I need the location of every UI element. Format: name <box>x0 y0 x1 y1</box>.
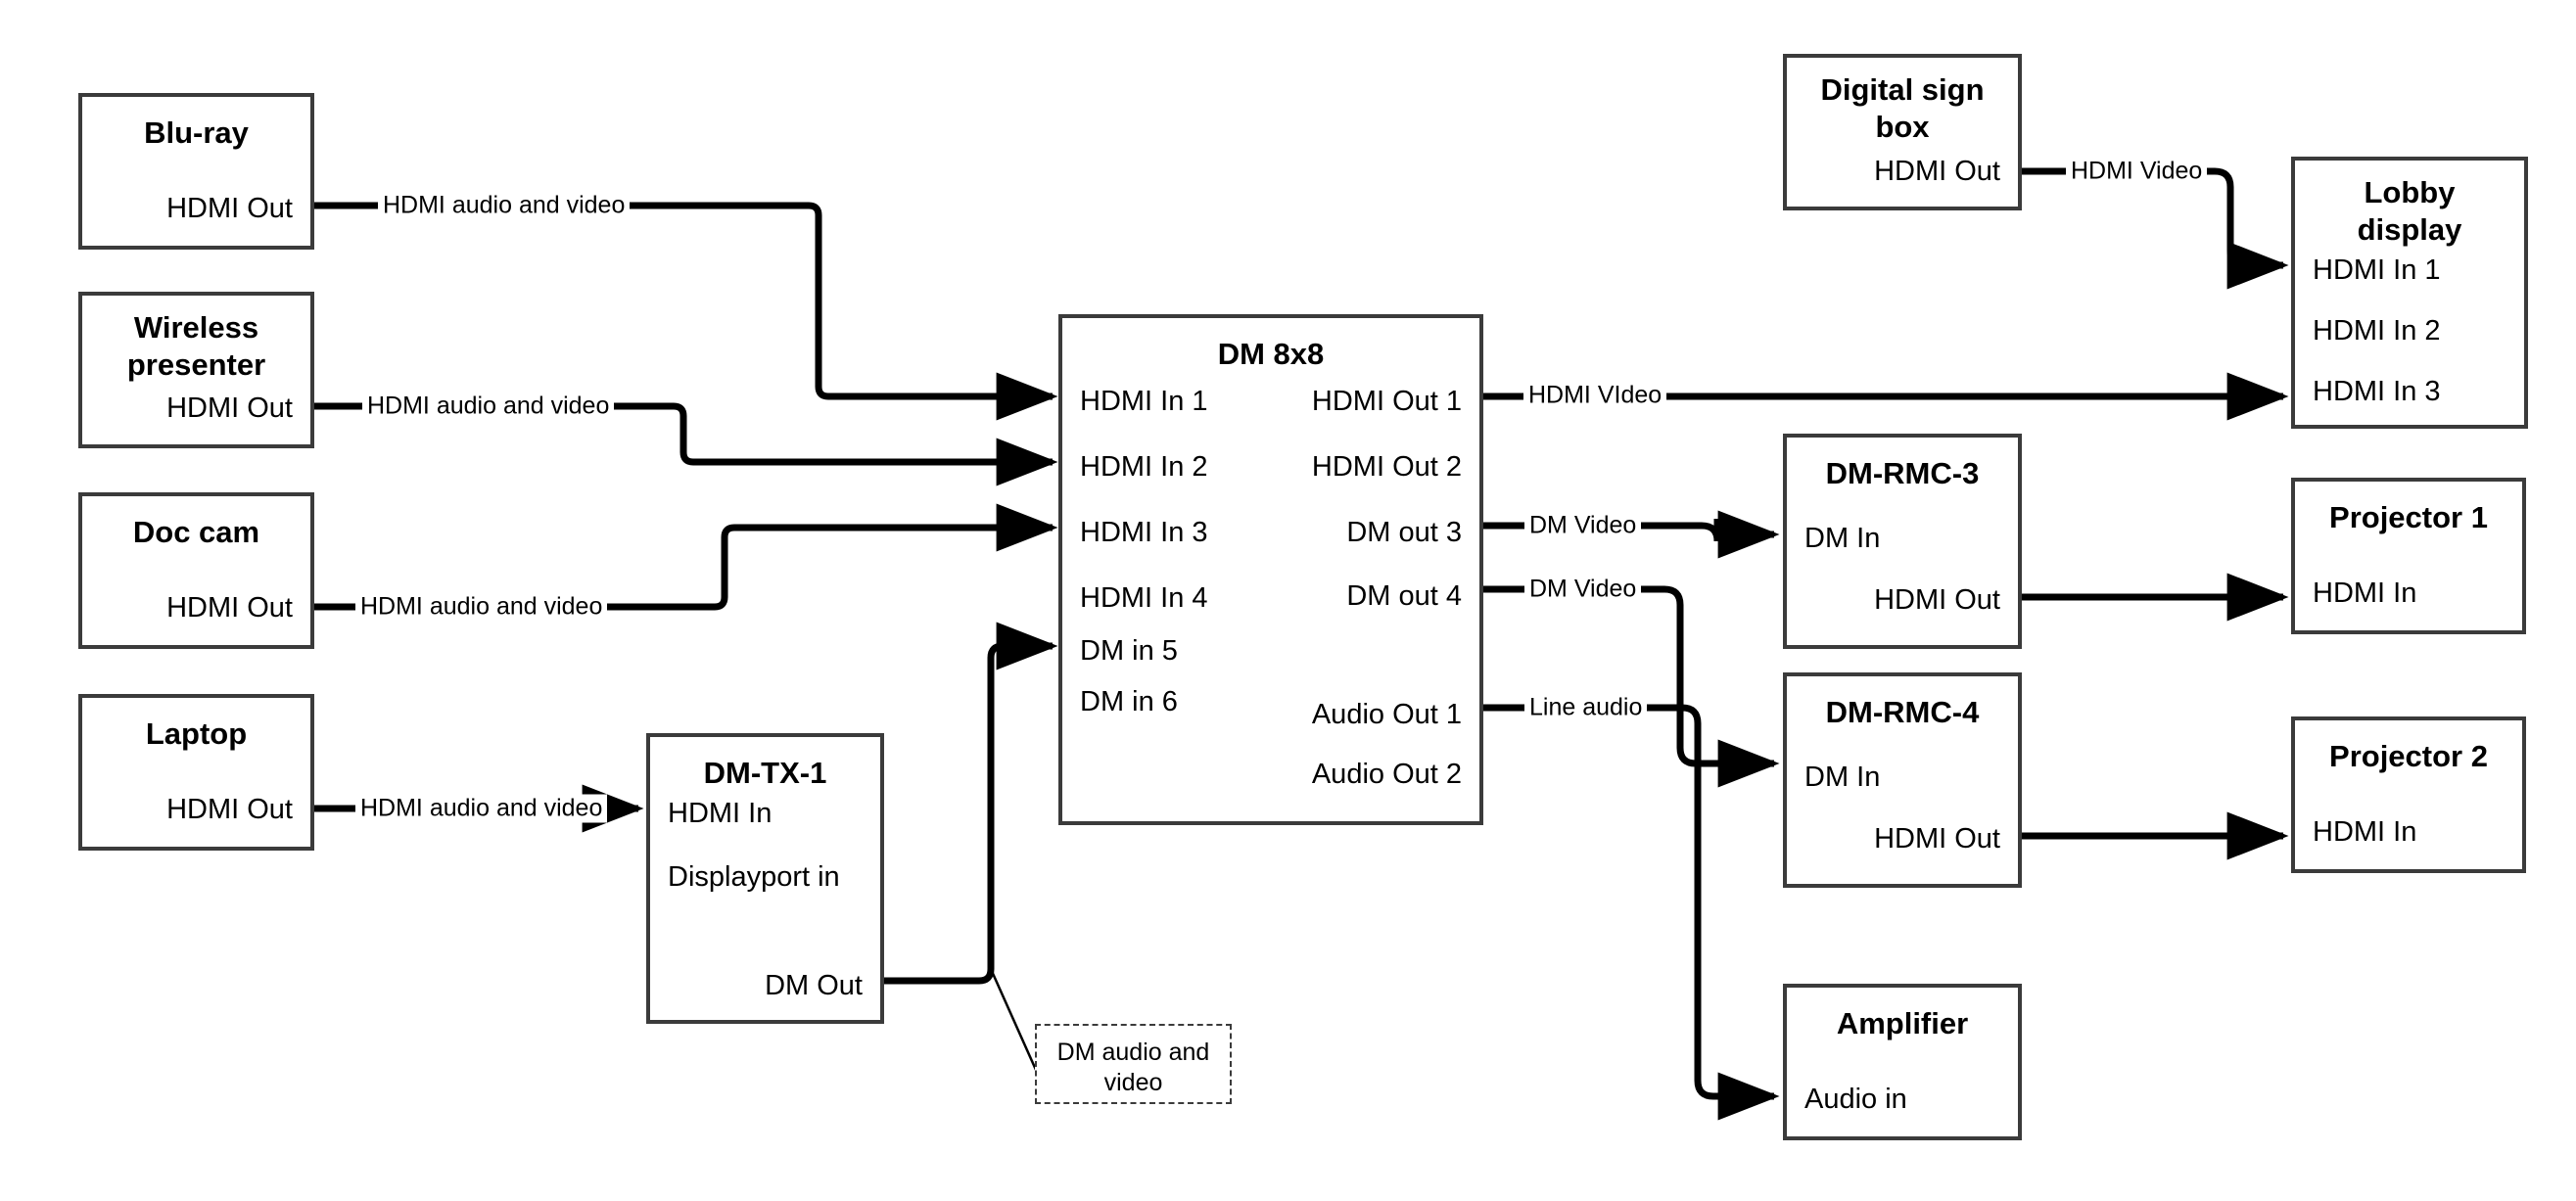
node-dm-8x8-output-dm-out-4[interactable]: DM out 4 <box>1346 580 1462 612</box>
node-dm-tx-1-port-displayport-in[interactable]: Displayport in <box>668 861 840 893</box>
node-wireless-presenter-port-hdmi-out[interactable]: HDMI Out <box>166 393 293 424</box>
node-dm-tx-1-port-dm-out[interactable]: DM Out <box>765 970 863 1001</box>
node-dm-8x8-input-hdmi-in-3[interactable]: HDMI In 3 <box>1080 517 1208 548</box>
node-doc-cam-port-hdmi-out[interactable]: HDMI Out <box>166 592 293 624</box>
node-digital-sign-box-title-line1: Digital sign <box>1820 72 1985 107</box>
node-dm-rmc-4-title: DM-RMC-4 <box>1825 695 1980 729</box>
wire-dm8x8-dmout4-to-dmrmc4-dm-in <box>1483 585 1780 788</box>
node-dm-tx-1[interactable]: DM-TX-1 HDMI In Displayport in DM Out <box>646 733 884 1024</box>
node-dm-rmc-4[interactable]: DM-RMC-4 DM In HDMI Out <box>1783 672 2022 888</box>
node-lobby-display-port-hdmi-in-2[interactable]: HDMI In 2 <box>2313 315 2441 346</box>
node-dm-rmc-4-port-hdmi-out[interactable]: HDMI Out <box>1874 823 2000 855</box>
node-digital-sign-box-port-hdmi-out[interactable]: HDMI Out <box>1874 156 2000 187</box>
wire-dm8x8-audioout1-to-amplifier <box>1483 704 1780 1121</box>
node-amplifier-title: Amplifier <box>1836 1006 1969 1040</box>
node-wireless-presenter[interactable]: Wireless presenter HDMI Out <box>78 292 314 448</box>
wire-label-dmout3-to-rmc3: DM Video <box>1524 511 1642 540</box>
node-projector-2-port-hdmi-in[interactable]: HDMI In <box>2313 816 2417 848</box>
wire-dmtx1-to-dm8x8-dm-in-5 <box>884 622 1058 985</box>
node-dm-8x8-output-hdmi-out-2[interactable]: HDMI Out 2 <box>1311 451 1462 483</box>
node-dm-8x8-output-hdmi-out-1[interactable]: HDMI Out 1 <box>1311 386 1462 417</box>
node-dm-rmc-3-title: DM-RMC-3 <box>1825 456 1980 490</box>
node-laptop-port-hdmi-out[interactable]: HDMI Out <box>166 794 293 825</box>
wire-label-audioout1-to-amp: Line audio <box>1524 693 1648 722</box>
node-projector-1-port-hdmi-in[interactable]: HDMI In <box>2313 577 2417 609</box>
node-bluray-port-hdmi-out[interactable]: HDMI Out <box>166 193 293 224</box>
wire-label-bluray-to-dm: HDMI audio and video <box>378 191 631 220</box>
node-projector-1[interactable]: Projector 1 HDMI In <box>2291 478 2526 634</box>
node-dm-8x8-input-hdmi-in-1[interactable]: HDMI In 1 <box>1080 386 1208 417</box>
node-dm-8x8-output-audio-out-1[interactable]: Audio Out 1 <box>1311 699 1462 730</box>
node-wireless-presenter-title-line1: Wireless <box>133 310 259 345</box>
wire-label-laptop-to-dmtx1: HDMI audio and video <box>355 794 608 823</box>
node-dm-8x8-input-hdmi-in-2[interactable]: HDMI In 2 <box>1080 451 1208 483</box>
node-projector-1-title: Projector 1 <box>2329 500 2488 534</box>
node-dm-8x8-input-hdmi-in-4[interactable]: HDMI In 4 <box>1080 582 1208 614</box>
node-dm-8x8-title: DM 8x8 <box>1217 337 1325 371</box>
node-projector-2-title: Projector 2 <box>2329 739 2488 773</box>
wire-label-dmout4-to-rmc4: DM Video <box>1524 575 1642 604</box>
note-dm-audio-and-video-line2: video <box>1103 1069 1163 1096</box>
wire-bluray-to-dm8x8-hdmi-in-1 <box>313 202 1058 421</box>
node-doc-cam-title: Doc cam <box>132 515 260 549</box>
node-dm-rmc-4-port-dm-in[interactable]: DM In <box>1804 762 1881 793</box>
node-dm-rmc-3-port-hdmi-out[interactable]: HDMI Out <box>1874 584 2000 616</box>
node-projector-2[interactable]: Projector 2 HDMI In <box>2291 716 2526 873</box>
leader-line-dm-audio-video-note <box>989 968 1038 1071</box>
node-laptop[interactable]: Laptop HDMI Out <box>78 694 314 851</box>
node-lobby-display-title-line1: Lobby <box>2364 175 2456 209</box>
node-digital-sign-box[interactable]: Digital sign box HDMI Out <box>1783 54 2022 210</box>
note-dm-audio-and-video: DM audio and video <box>1035 1024 1232 1104</box>
node-lobby-display[interactable]: Lobby display HDMI In 1 HDMI In 2 HDMI I… <box>2291 157 2528 429</box>
node-lobby-display-title-line2: display <box>2357 212 2462 247</box>
node-dm-8x8[interactable]: DM 8x8 HDMI In 1 HDMI In 2 HDMI In 3 HDM… <box>1058 314 1483 825</box>
wire-label-doccam-to-dm: HDMI audio and video <box>355 592 608 622</box>
node-dm-rmc-3-port-dm-in[interactable]: DM In <box>1804 523 1881 554</box>
node-laptop-title: Laptop <box>145 716 248 751</box>
node-bluray-title: Blu-ray <box>144 115 249 150</box>
node-dm-rmc-3[interactable]: DM-RMC-3 DM In HDMI Out <box>1783 434 2022 649</box>
node-dm-tx-1-title: DM-TX-1 <box>703 756 827 790</box>
node-amplifier[interactable]: Amplifier Audio in <box>1783 984 2022 1140</box>
wire-label-wireless-to-dm: HDMI audio and video <box>362 392 615 421</box>
node-amplifier-port-audio-in[interactable]: Audio in <box>1804 1084 1907 1115</box>
node-dm-8x8-input-dm-in-6[interactable]: DM in 6 <box>1080 686 1178 717</box>
node-dm-8x8-output-dm-out-3[interactable]: DM out 3 <box>1346 517 1462 548</box>
node-dm-tx-1-port-hdmi-in[interactable]: HDMI In <box>668 798 773 829</box>
wire-label-hdmiout1-to-lobby: HDMI VIdeo <box>1523 381 1667 410</box>
node-lobby-display-port-hdmi-in-3[interactable]: HDMI In 3 <box>2313 376 2441 407</box>
node-wireless-presenter-title-line2: presenter <box>126 347 266 382</box>
note-dm-audio-and-video-line1: DM audio and <box>1056 1039 1210 1066</box>
node-digital-sign-box-title-line2: box <box>1875 110 1930 144</box>
node-dm-8x8-input-dm-in-5[interactable]: DM in 5 <box>1080 635 1178 667</box>
wire-label-digitalsign-to-lobby: HDMI Video <box>2066 157 2208 186</box>
node-dm-8x8-output-audio-out-2[interactable]: Audio Out 2 <box>1311 759 1462 790</box>
node-lobby-display-port-hdmi-in-1[interactable]: HDMI In 1 <box>2313 254 2441 286</box>
node-doc-cam[interactable]: Doc cam HDMI Out <box>78 492 314 649</box>
node-bluray[interactable]: Blu-ray HDMI Out <box>78 93 314 250</box>
